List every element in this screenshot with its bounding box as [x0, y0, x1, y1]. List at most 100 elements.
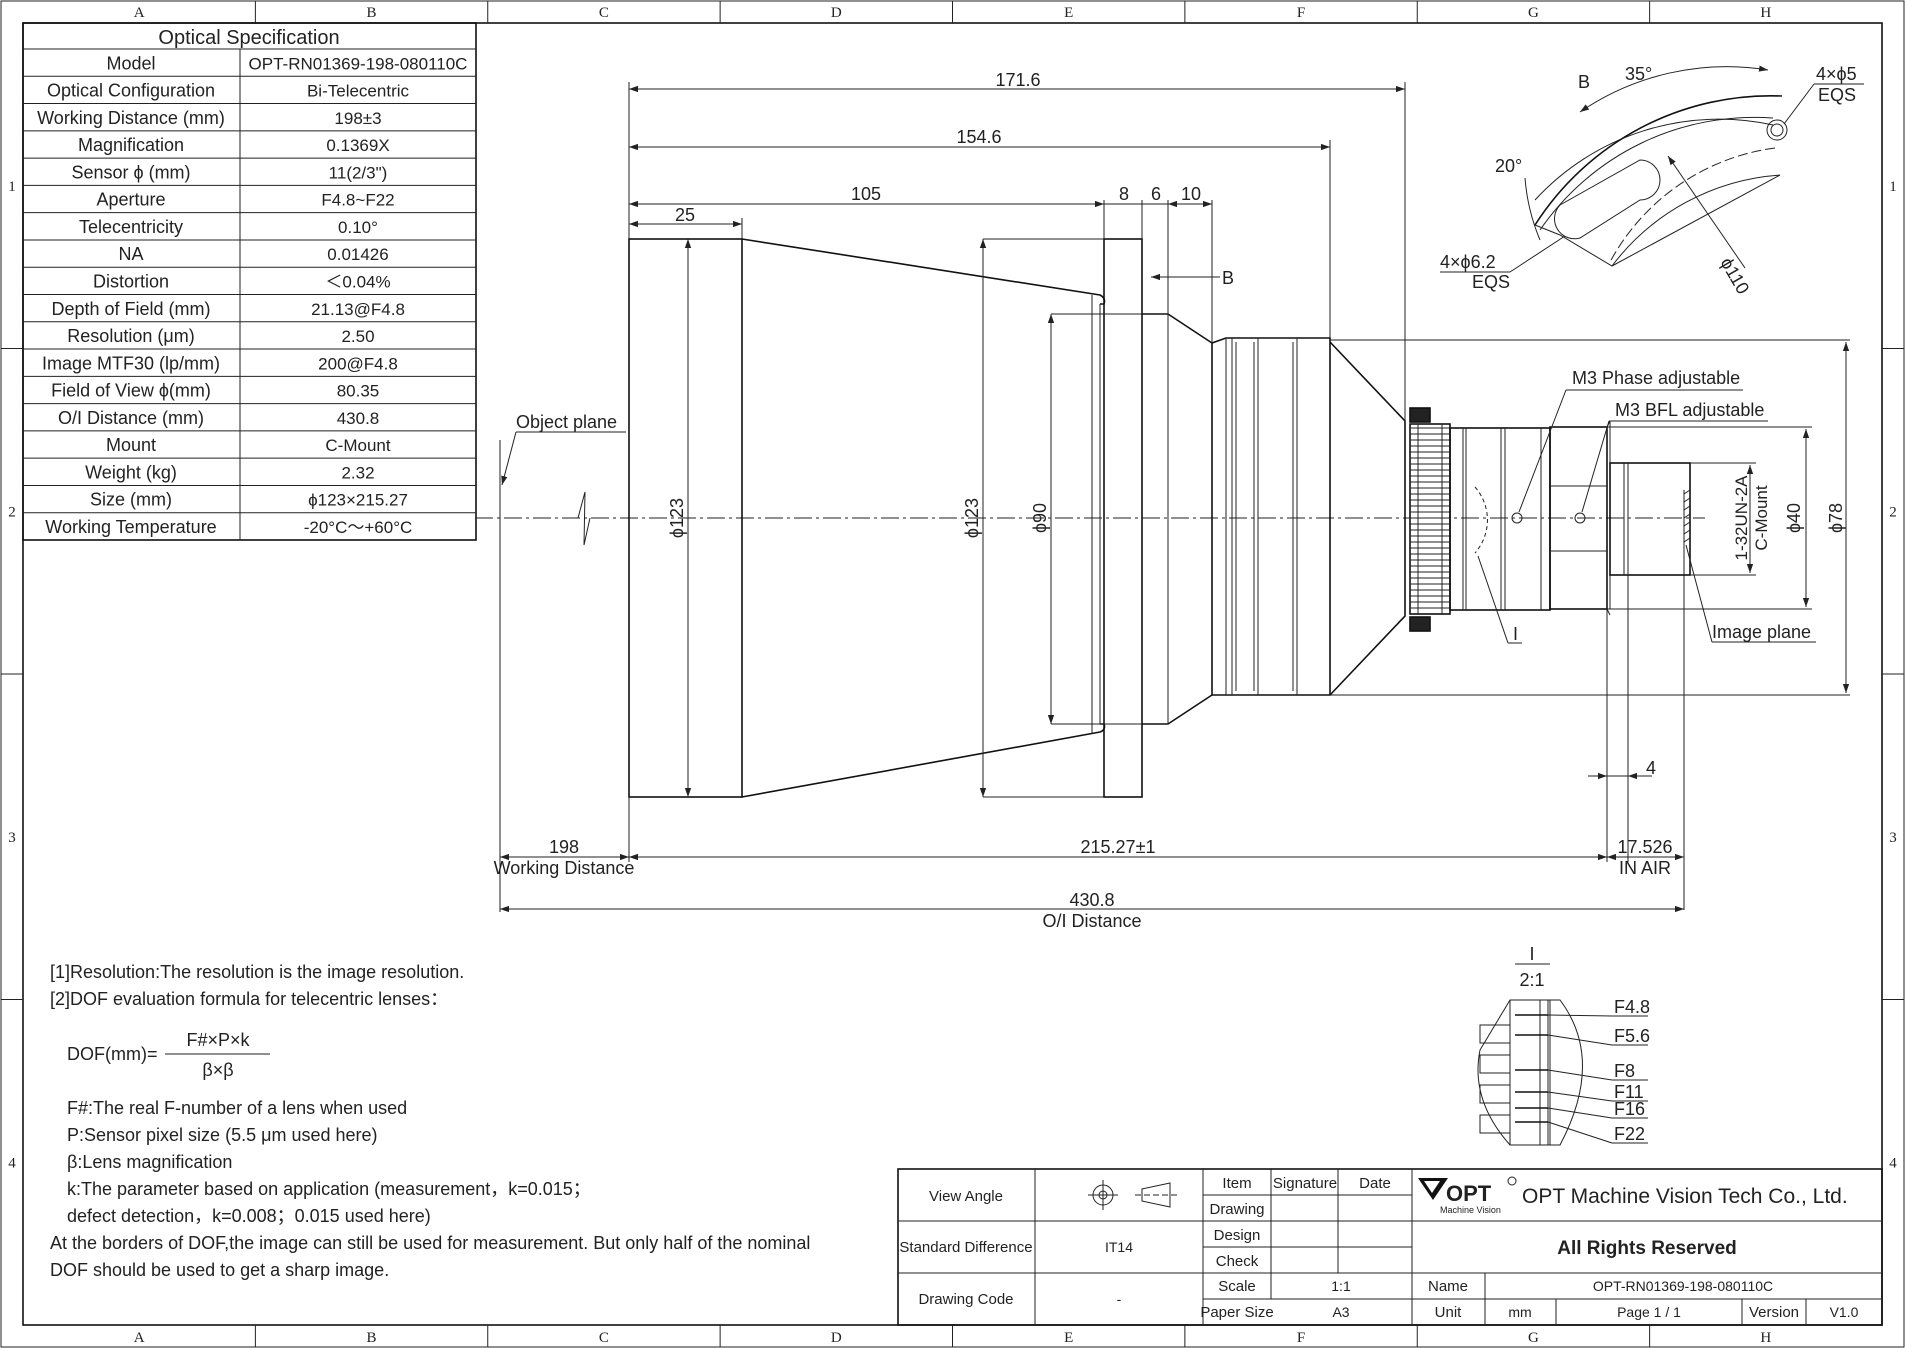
dim-8: 8 — [1119, 184, 1129, 204]
spec-label-13: O/I Distance (mm) — [58, 408, 204, 428]
note-k-defect: defect detection，k=0.008；0.015 used here… — [67, 1206, 431, 1226]
callouts: Object plane Image plane M3 Phase adjust… — [501, 368, 1816, 644]
spec-value-1: Bi-Telecentric — [307, 82, 410, 101]
dim-215: 215.27±1 — [1081, 837, 1156, 857]
spec-value-4: 11(2/3") — [329, 163, 388, 182]
iris-body — [1449, 427, 1551, 611]
detail-stop-2: F8 — [1614, 1061, 1635, 1081]
zone-col-bottom-E: E — [1064, 1330, 1073, 1346]
version-label: Version — [1749, 1304, 1799, 1321]
zone-col-bottom-B: B — [367, 1330, 377, 1346]
first-angle-projection-icon — [1088, 1180, 1178, 1210]
zone-col-top-F: F — [1297, 5, 1305, 21]
spec-label-17: Working Temperature — [45, 517, 216, 537]
detail-title: I — [1529, 944, 1534, 964]
zone-row-right-1: 1 — [1889, 179, 1897, 195]
dim-phi123-front: ϕ123 — [667, 498, 687, 538]
company-name: OPT Machine Vision Tech Co., Ltd. — [1522, 1185, 1848, 1208]
zone-col-bottom-D: D — [831, 1330, 842, 1346]
detail-stop-1: F5.6 — [1614, 1026, 1650, 1046]
flange — [1103, 238, 1143, 798]
logo-subtitle: Machine Vision — [1440, 1205, 1501, 1215]
spec-value-8: ＜0.04% — [325, 273, 390, 292]
page-number: Page 1 / 1 — [1617, 1304, 1681, 1320]
detail-stop-0: F4.8 — [1614, 997, 1650, 1017]
spec-label-5: Aperture — [96, 190, 165, 210]
phi-110: ϕ110 — [1717, 254, 1754, 298]
notes: [1]Resolution:The resolution is the imag… — [50, 962, 810, 1280]
spec-title: Optical Specification — [158, 27, 339, 49]
view-b-title: B — [1578, 72, 1590, 92]
working-distance-label: Working Distance — [494, 858, 635, 878]
spec-label-2: Working Distance (mm) — [37, 108, 225, 128]
check-row: Check — [1216, 1253, 1259, 1270]
logo-text: OPT — [1446, 1181, 1492, 1206]
spec-label-16: Size (mm) — [90, 490, 172, 510]
zone-row-left-1: 1 — [8, 179, 16, 195]
detail-i-callout: I — [1513, 624, 1518, 644]
zone-row-left-4: 4 — [8, 1155, 16, 1171]
opt-logo: OPT Machine Vision — [1418, 1176, 1517, 1215]
spec-label-9: Depth of Field (mm) — [51, 299, 210, 319]
std-diff-value: IT14 — [1105, 1239, 1133, 1255]
title-block: View Angle Standard Difference IT14 Draw… — [897, 1168, 1883, 1326]
lens-side-view — [475, 238, 1850, 912]
detail-stop-3: F11 — [1614, 1082, 1644, 1102]
dim-phi40: ϕ40 — [1784, 503, 1804, 533]
dim-phi123-flange: ϕ123 — [962, 498, 982, 538]
spec-value-17: -20°C～+60°C — [304, 518, 413, 537]
drawing-row: Drawing — [1209, 1201, 1264, 1218]
dof-formula-lhs: DOF(mm)= — [67, 1044, 157, 1064]
zone-col-bottom-H: H — [1760, 1330, 1771, 1346]
dof-formula-denominator: β×β — [202, 1060, 233, 1080]
angle-20: 20° — [1495, 156, 1522, 176]
view-angle-label: View Angle — [929, 1188, 1003, 1205]
object-plane-label: Object plane — [516, 412, 617, 432]
c-mount — [1609, 462, 1691, 576]
note-1: [1]Resolution:The resolution is the imag… — [50, 962, 464, 982]
thread-spec: 1-32UN-2A — [1732, 475, 1751, 561]
spec-value-6: 0.10° — [338, 218, 378, 237]
spec-value-11: 200@F4.8 — [318, 354, 398, 373]
angle-35: 35° — [1625, 64, 1652, 84]
drawing-code-label: Drawing Code — [918, 1291, 1013, 1308]
note-border-1: At the borders of DOF,the image can stil… — [50, 1233, 810, 1253]
zone-row-left-3: 3 — [8, 830, 16, 846]
dim-4: 4 — [1646, 758, 1656, 778]
dim-phi78: ϕ78 — [1826, 503, 1846, 533]
rear-barrel — [1549, 426, 1608, 610]
spec-label-14: Mount — [106, 435, 156, 455]
dim-154: 154.6 — [956, 127, 1001, 147]
optical-spec-table: Optical Specification Model OPT-RN01369-1… — [22, 22, 477, 541]
zone-col-bottom-A: A — [134, 1330, 145, 1346]
note-beta: β:Lens magnification — [67, 1152, 232, 1172]
dim-171: 171.6 — [995, 70, 1040, 90]
spec-label-4: Sensor ϕ (mm) — [71, 162, 190, 182]
zone-col-top-A: A — [134, 5, 145, 21]
detail-stop-4: F16 — [1614, 1099, 1645, 1119]
zone-row-right-4: 4 — [1889, 1155, 1897, 1171]
drawing-code-value: - — [1117, 1291, 1122, 1307]
note-fnumber: F#:The real F-number of a lens when used — [67, 1098, 407, 1118]
signature-header: Signature — [1273, 1175, 1337, 1192]
unit-label: Unit — [1435, 1304, 1463, 1321]
dimension-lines: 171.6 154.6 105 25 8 6 10 B ϕ123 ϕ123 ϕ9… — [494, 70, 1850, 931]
mid-barrel — [1211, 337, 1331, 696]
spec-label-8: Distortion — [93, 272, 169, 292]
zone-row-right-2: 2 — [1889, 504, 1897, 520]
spec-label-1: Optical Configuration — [47, 81, 215, 101]
spec-label-11: Image MTF30 (lp/mm) — [42, 353, 220, 373]
scale-value: 1:1 — [1331, 1278, 1351, 1294]
m3-phase-label: M3 Phase adjustable — [1572, 368, 1740, 388]
holes-62-label: 4×ϕ6.2 — [1440, 252, 1496, 272]
in-air-label: IN AIR — [1619, 858, 1671, 878]
zone-col-top-H: H — [1760, 5, 1771, 21]
view-b-detail: B 35° 20° 4×ϕ5 EQS 4×ϕ6.2 EQS ϕ110 — [1440, 64, 1864, 298]
spec-value-0: OPT-RN01369-198-080110C — [249, 54, 468, 73]
oi-distance-label: O/I Distance — [1042, 911, 1141, 931]
spec-value-12: 80.35 — [337, 382, 380, 401]
dof-formula-numerator: F#×P×k — [186, 1030, 250, 1050]
spec-label-0: Model — [106, 53, 155, 73]
